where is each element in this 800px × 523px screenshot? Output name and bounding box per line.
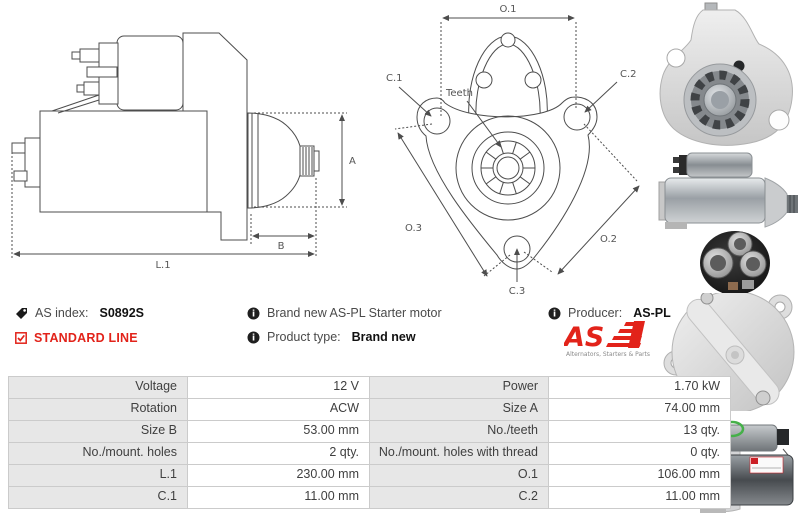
dim-label-c1: C.1 — [386, 73, 403, 84]
spec-value: 74.00 mm — [548, 398, 731, 421]
spec-value: 0 qty. — [548, 442, 731, 465]
svg-text:i: i — [252, 333, 255, 343]
check-square-icon — [15, 332, 27, 344]
product-photo-starter-side-view[interactable] — [653, 148, 800, 232]
spec-label: Size B — [8, 420, 188, 443]
spec-value: 106.00 mm — [548, 464, 731, 487]
dim-label-b: B — [278, 241, 285, 252]
spec-label: No./mount. holes — [8, 442, 188, 465]
spec-label: Size A — [369, 398, 549, 421]
table-row: Size B 53.00 mm No./teeth 13 qty. — [8, 420, 731, 443]
producer-label: Producer: — [568, 306, 623, 320]
spec-value: 1.70 kW — [548, 376, 731, 399]
svg-text:i: i — [252, 309, 255, 319]
table-row: C.1 11.00 mm C.2 11.00 mm — [8, 486, 731, 509]
spec-label: Power — [369, 376, 549, 399]
as-index-label: AS index: — [35, 306, 89, 320]
dim-label-a: A — [349, 156, 356, 167]
standard-line: STANDARD LINE — [15, 331, 138, 345]
spec-value: 230.00 mm — [187, 464, 370, 487]
tag-icon — [15, 307, 28, 320]
dim-label-l1: L.1 — [155, 260, 170, 271]
spec-label: L.1 — [8, 464, 188, 487]
brand-new-line: i Brand new AS-PL Starter motor — [247, 306, 442, 320]
dim-label-c3: C.3 — [509, 286, 526, 297]
front-view-technical-drawing: O.1 C.1 C.2 Teeth O.3 O.2 C.3 — [386, 4, 640, 297]
table-row: Rotation ACW Size A 74.00 mm — [8, 398, 731, 421]
producer-line: i Producer: AS-PL — [548, 306, 671, 320]
spec-label: No./teeth — [369, 420, 549, 443]
spec-label: O.1 — [369, 464, 549, 487]
product-photo-starter-front-view[interactable] — [653, 2, 800, 148]
logo-tagline: Alternators, Starters & Parts — [566, 351, 650, 358]
as-index-value: S0892S — [99, 306, 144, 320]
dim-label-o2: O.2 — [600, 234, 617, 245]
side-view-technical-drawing: A B L.1 — [11, 32, 356, 271]
dim-label-c2: C.2 — [620, 69, 637, 80]
spec-value: 12 V — [187, 376, 370, 399]
spec-value: 11.00 mm — [187, 486, 370, 509]
as-index-line: AS index: S0892S — [15, 306, 144, 320]
spec-value: 53.00 mm — [187, 420, 370, 443]
spec-label: C.2 — [369, 486, 549, 509]
product-type-line: i Product type: Brand new — [247, 330, 416, 344]
dim-label-o1: O.1 — [499, 4, 516, 15]
spec-value: ACW — [187, 398, 370, 421]
spec-label: No./mount. holes with thread — [369, 442, 549, 465]
producer-value: AS-PL — [633, 306, 671, 320]
spec-label: Voltage — [8, 376, 188, 399]
spec-table: Voltage 12 V Power 1.70 kW Rotation ACW … — [8, 376, 731, 509]
info-icon: i — [247, 307, 260, 320]
svg-text:i: i — [553, 309, 556, 319]
standard-line-label: STANDARD LINE — [34, 331, 138, 345]
spec-value: 2 qty. — [187, 442, 370, 465]
product-type-value: Brand new — [351, 330, 416, 344]
table-row: L.1 230.00 mm O.1 106.00 mm — [8, 464, 731, 487]
table-row: Voltage 12 V Power 1.70 kW — [8, 376, 731, 399]
product-type-label: Product type: — [267, 330, 341, 344]
product-photo-solenoid-end-view[interactable] — [698, 230, 774, 296]
brand-new-text: Brand new AS-PL Starter motor — [267, 306, 442, 320]
spec-value: 13 qty. — [548, 420, 731, 443]
spec-label: Rotation — [8, 398, 188, 421]
spec-value: 11.00 mm — [548, 486, 731, 509]
spec-label: C.1 — [8, 486, 188, 509]
logo-stripes — [606, 321, 645, 348]
dim-label-teeth: Teeth — [445, 88, 473, 99]
as-pl-logo: AS Alternators, Starters & Parts — [564, 321, 650, 358]
logo-text: AS — [564, 322, 604, 353]
info-icon: i — [247, 331, 260, 344]
table-row: No./mount. holes 2 qty. No./mount. holes… — [8, 442, 731, 465]
info-icon: i — [548, 307, 561, 320]
dim-label-o3: O.3 — [405, 223, 422, 234]
